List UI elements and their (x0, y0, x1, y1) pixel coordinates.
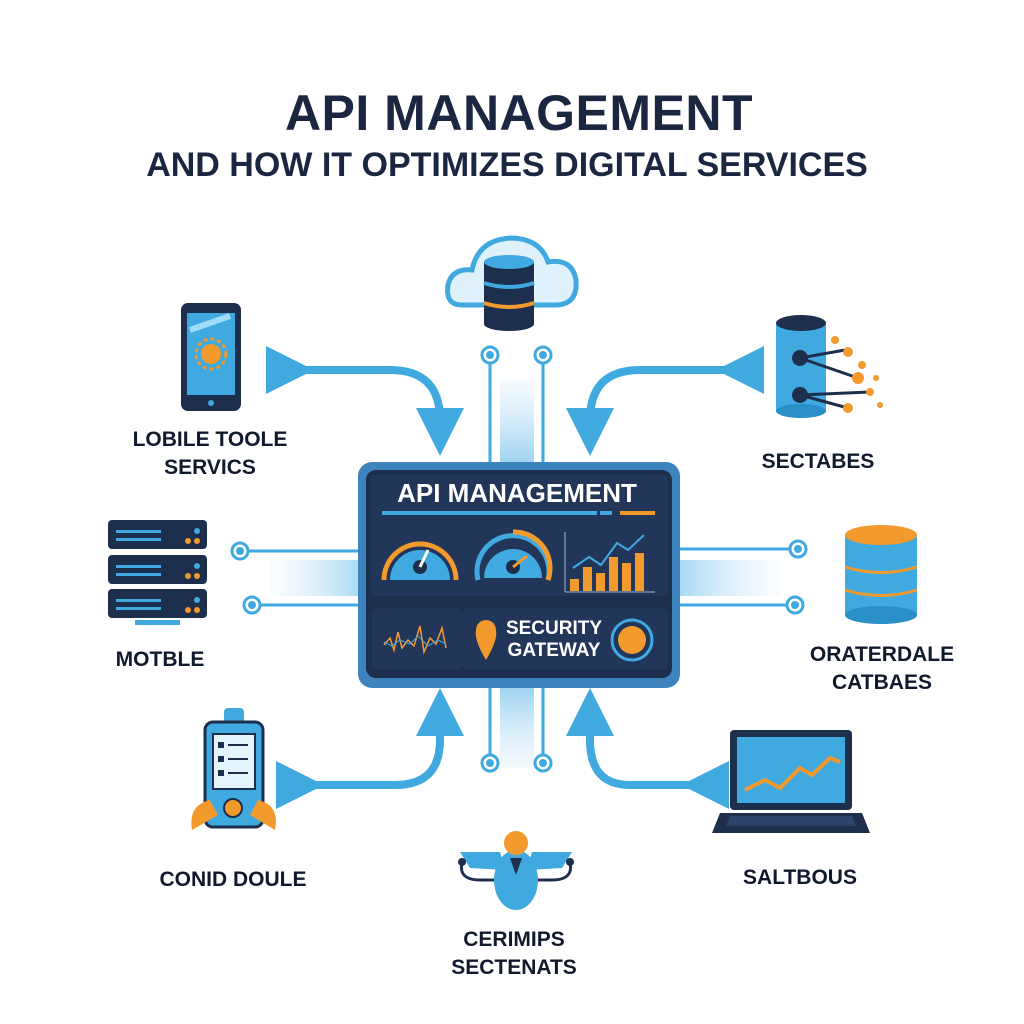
main-title: API MANAGEMENT (284, 85, 754, 141)
server-rack-icon (108, 520, 207, 625)
security-gateway-label: SECURITY GATEWAY (506, 618, 602, 662)
laptop-icon (712, 730, 870, 833)
mobile-service-label: LOBILE TOOLE SERVICS (133, 426, 288, 482)
laptop-label: SALTBOUS (743, 866, 857, 889)
bar-chart-mini (564, 532, 655, 593)
label-line: ORATERDALE (809, 643, 955, 666)
security-line-2: GATEWAY (507, 640, 601, 661)
label-line: SERVICS (164, 456, 256, 479)
connection-bands (270, 380, 780, 768)
label-line: LOBILE TOOLE (132, 428, 288, 451)
handheld-device-icon (191, 708, 276, 830)
connector-nodes (230, 345, 808, 773)
mobile-phone-icon (181, 303, 241, 411)
label-line: CERIMIPS (463, 928, 565, 951)
database-label: ORATERDALE CATBAES (810, 641, 954, 697)
network-db-label: SECTABES (761, 450, 875, 473)
label-line: SECTENATS (451, 956, 577, 979)
api-management-panel (358, 462, 680, 688)
handheld-label: CONID DOULE (159, 868, 307, 891)
database-icon (844, 525, 918, 624)
network-database-icon (776, 315, 883, 418)
label-line: CATBAES (832, 671, 932, 694)
panel-title: API MANAGEMENT (397, 478, 637, 508)
security-line-1: SECURITY (505, 618, 603, 639)
flow-arrows (266, 346, 764, 809)
person-icon (458, 831, 574, 910)
cloud-database-icon (445, 235, 579, 331)
server-label: MOTBLE (115, 648, 205, 671)
subtitle: AND HOW IT OPTIMIZES DIGITAL SERVICES (146, 146, 868, 184)
person-label: CERIMIPS SECTENATS (451, 926, 577, 982)
